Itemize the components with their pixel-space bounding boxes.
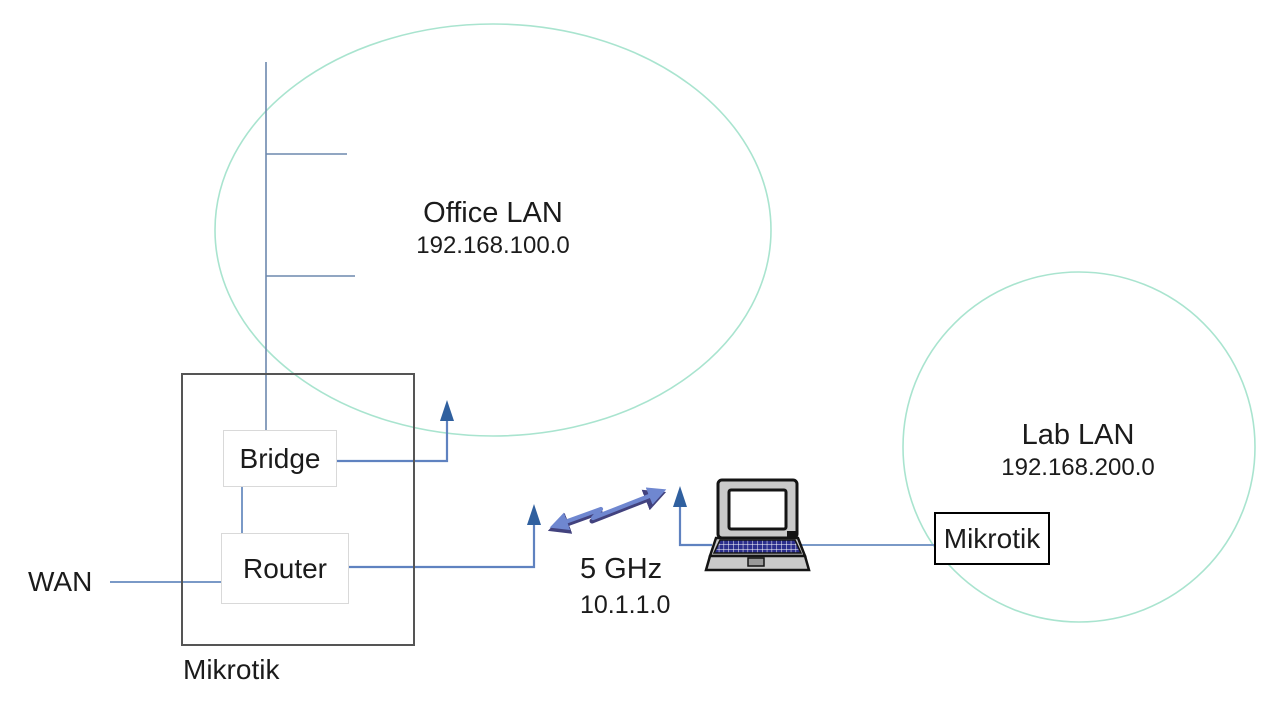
office-lan-subnet: 192.168.100.0 [416, 231, 570, 259]
gateway-frame [181, 373, 415, 646]
office-lan-ellipse [214, 23, 772, 437]
bridge-uplink-up-arrow-icon [337, 400, 454, 463]
lab-gateway-node-box: Mikrotik [934, 512, 1050, 565]
wireless-zigzag-arrow-icon [547, 487, 667, 534]
laptop-icon [704, 478, 811, 572]
lab-lan-name: Lab LAN [1021, 419, 1135, 451]
bridge-node-box: Bridge [223, 430, 337, 487]
wireless-subnet-label: 10.1.1.0 [580, 590, 671, 619]
laptop-radio-up-arrow-icon [673, 486, 712, 547]
wan-label: WAN [28, 566, 93, 597]
bridge-label: Bridge [239, 442, 321, 474]
lab-lan-label-group: Lab LAN 192.168.200.0 [958, 419, 1198, 481]
lab-lan-subnet: 192.168.200.0 [1001, 453, 1155, 481]
wireless-band-label: 5 GHz [580, 553, 663, 585]
wireless-link-label-group: 5 GHz 10.1.1.0 [580, 553, 671, 619]
lab-lan-ellipse [902, 271, 1256, 623]
router-label: Router [242, 552, 328, 584]
gateway-caption: Mikrotik [183, 654, 280, 685]
office-lan-name: Office LAN [423, 197, 563, 229]
router-node-box: Router [221, 533, 349, 604]
router-radio-up-arrow-icon [349, 504, 541, 569]
lab-gateway-label: Mikrotik [943, 522, 1041, 554]
office-lan-label-group: Office LAN 192.168.100.0 [373, 197, 613, 259]
